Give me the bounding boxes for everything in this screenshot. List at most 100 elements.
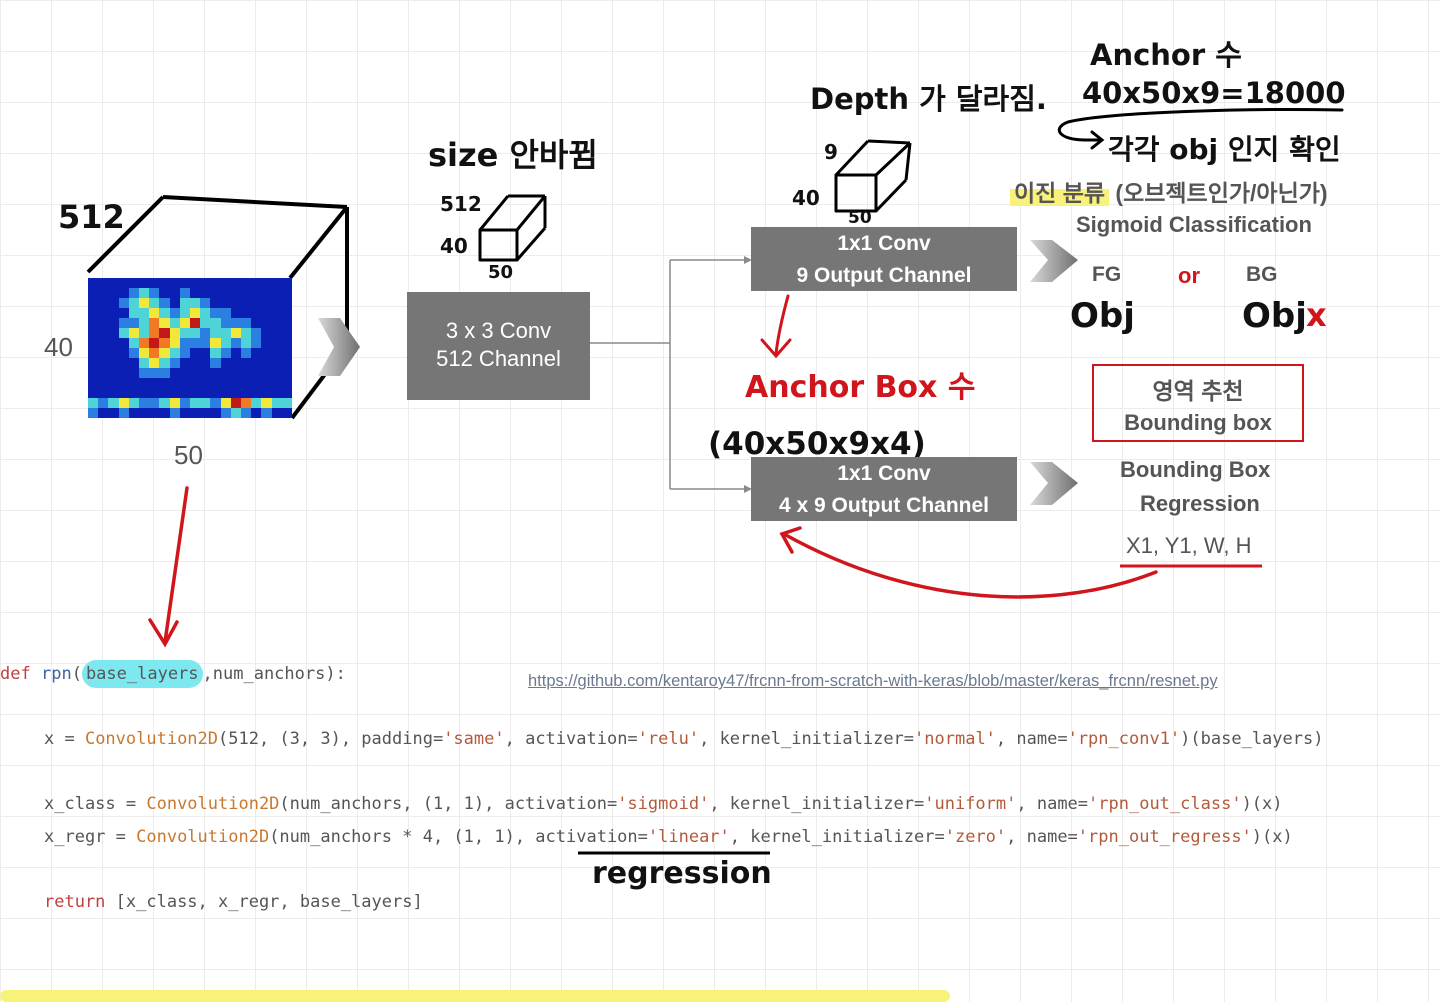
heatmap-cell: [189, 308, 201, 318]
heatmap-cell: [108, 298, 119, 308]
code-l4-a: x_regr =: [44, 827, 137, 847]
heatmap-cell: [189, 358, 201, 368]
heatmap-cell: [230, 358, 241, 368]
heatmap-cell: [179, 358, 190, 368]
reg-conv-line1: 1x1 Conv: [837, 462, 931, 485]
code-def-rest: ,num_anchors):: [202, 664, 346, 684]
heatmap-cell: [159, 328, 170, 338]
heatmap-cell: [210, 298, 221, 308]
code-l2-k: )(base_layers): [1180, 729, 1324, 749]
code-l3-a: x_class =: [44, 794, 147, 814]
cls-conv-block: 1x1 Conv 9 Output Channel: [751, 227, 1017, 291]
heatmap-cell: [271, 278, 282, 288]
heatmap-cell: [149, 338, 160, 348]
code-l3-d: 'sigmoid': [617, 794, 710, 814]
heatmap-cell: [281, 288, 292, 298]
heatmap-cell: [230, 378, 241, 388]
heatmap-cell: [88, 408, 99, 418]
heatmap-cell: [200, 378, 211, 388]
heatmap-cell: [108, 328, 119, 338]
source-link[interactable]: https://github.com/kentaroy47/frcnn-from…: [528, 672, 1218, 690]
bg-x-mark: x: [1306, 296, 1327, 334]
heatmap-cell: [281, 318, 292, 328]
heatmap-cell: [88, 338, 99, 348]
heatmap-cell: [128, 318, 139, 328]
cls-conv-line1: 1x1 Conv: [837, 232, 931, 255]
heatmap-cell: [159, 278, 170, 288]
reg-conv-block: 1x1 Conv 4 x 9 Output Channel: [751, 457, 1017, 521]
heatmap-cell: [138, 358, 150, 368]
heatmap-cell: [138, 378, 150, 388]
heatmap-cell: [200, 338, 211, 348]
heatmap-cell: [118, 398, 129, 408]
region-proposal-box: 영역 추천 Bounding box: [1092, 364, 1304, 442]
heatmap-cell: [179, 348, 190, 358]
heatmap-cell: [261, 398, 272, 408]
heatmap-cell: [200, 358, 211, 368]
cls-conv-line2: 9 Output Channel: [796, 264, 972, 287]
cls-output-arrow-icon: [1030, 240, 1078, 282]
heatmap-cell: [179, 328, 190, 338]
heatmap-cell: [169, 308, 180, 318]
heatmap-cell: [240, 348, 252, 358]
heatmap-cell: [98, 348, 109, 358]
heatmap-cell: [220, 348, 231, 358]
code-base-layers-highlight: base_layers: [81, 660, 203, 688]
code-l2-a: x =: [44, 729, 85, 749]
code-l4-i: )(x): [1251, 827, 1293, 847]
heatmap-cell: [271, 298, 282, 308]
heatmap-cell: [128, 388, 139, 398]
heatmap-cell: [138, 278, 150, 288]
heatmap-cell: [200, 278, 211, 288]
bbox-regression-title-2: Regression: [1140, 491, 1260, 516]
heatmap-cell: [271, 358, 282, 368]
heatmap-cell: [98, 378, 109, 388]
heatmap-cell: [230, 298, 241, 308]
heatmap-cell: [179, 278, 190, 288]
heatmap-cell: [118, 298, 129, 308]
heatmap-cell: [271, 318, 282, 328]
heatmap-cell: [271, 368, 282, 378]
heatmap-cell: [98, 308, 109, 318]
heatmap-cell: [149, 328, 160, 338]
heatmap-cell: [128, 408, 139, 418]
heatmap-cell: [138, 408, 150, 418]
heatmap-cell: [281, 378, 292, 388]
heatmap-cell: [88, 318, 99, 328]
heatmap-cell: [88, 378, 99, 388]
heatmap-cell: [210, 388, 221, 398]
heatmap-cell: [169, 328, 180, 338]
heatmap-cell: [108, 388, 119, 398]
heatmap-cell: [281, 338, 292, 348]
check-loop-arrow: [1057, 108, 1344, 150]
feature-map-arrow-icon: [318, 318, 360, 376]
heatmap-cell: [108, 358, 119, 368]
heatmap-cell: [118, 358, 129, 368]
conv3-cube-icon: [478, 194, 547, 262]
heatmap-cell: [88, 368, 99, 378]
heatmap-cell: [169, 398, 180, 408]
heatmap-cell: [230, 398, 241, 408]
heatmap-cell: [118, 408, 129, 418]
heatmap-cell: [149, 408, 160, 418]
heatmap-cell: [98, 388, 109, 398]
cls-cube-height: 40: [792, 186, 820, 210]
heatmap-cell: [149, 298, 160, 308]
heatmap-cell: [271, 388, 282, 398]
code-l2-b: Convolution2D: [84, 729, 219, 749]
heatmap-cell: [108, 338, 119, 348]
heatmap-cell: [88, 328, 99, 338]
heatmap-cell: [108, 348, 119, 358]
heatmap-cell: [210, 358, 221, 368]
heatmap-cell: [189, 408, 201, 418]
heatmap-cell: [189, 398, 201, 408]
heatmap-cell: [230, 288, 241, 298]
heatmap-cell: [128, 398, 139, 408]
heatmap-cell: [159, 368, 170, 378]
heatmap-cell: [118, 308, 129, 318]
heatmap-cell: [251, 388, 262, 398]
cls-cube-depth: 9: [824, 140, 838, 164]
heatmap-cell: [220, 308, 231, 318]
heatmap-cell: [138, 328, 150, 338]
heatmap-cell: [210, 368, 221, 378]
